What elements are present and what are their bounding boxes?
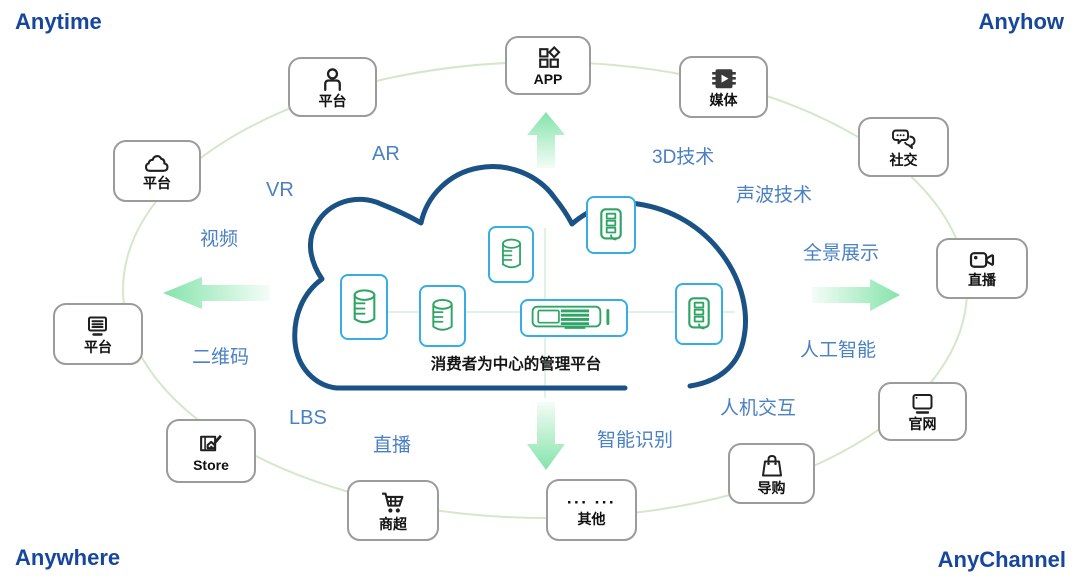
node-app: APP: [505, 36, 591, 95]
node-platform-display: 平台: [53, 303, 143, 365]
cloud-icon: [142, 152, 172, 175]
tech-label-vr: VR: [266, 179, 294, 201]
arrow-left-icon: [163, 277, 270, 309]
arrow-right-icon: [812, 279, 900, 311]
node-label: 平台: [318, 92, 347, 109]
node-website: 官网: [878, 382, 967, 441]
display-list-icon: [84, 314, 112, 339]
node-label: 导购: [757, 480, 786, 497]
node-label: 媒体: [709, 92, 738, 109]
node-label: Store: [193, 456, 229, 473]
node-label: 其他: [577, 510, 606, 527]
tech-label-lbs: LBS: [289, 407, 327, 429]
user-icon: [319, 66, 346, 93]
cloud-caption: 消费者为中心的管理平台: [430, 356, 602, 373]
corner-label-anytime: Anytime: [15, 9, 102, 34]
media-chip-icon: [710, 66, 738, 92]
server-rack-icon: [586, 196, 636, 254]
cloud-outline: [292, 164, 748, 391]
node-label: 商超: [379, 516, 407, 533]
tech-label-qr-code: 二维码: [192, 347, 250, 368]
corner-label-anyhow: Anyhow: [978, 9, 1064, 34]
node-other: ··· ··· 其他: [546, 479, 637, 541]
node-live-channel: 直播: [936, 238, 1028, 299]
tech-label-hci: 人机交互: [720, 398, 797, 419]
tech-label-sound-wave: 声波技术: [736, 185, 813, 206]
app-grid-icon: [535, 44, 562, 71]
node-store: Store: [166, 419, 256, 483]
tech-label-live: 直播: [373, 435, 412, 456]
server-wide-icon: [520, 299, 628, 337]
tech-label-video: 视频: [200, 229, 239, 250]
corner-label-anywhere: Anywhere: [15, 545, 121, 570]
shopping-cart-icon: [379, 489, 408, 516]
monitor-icon: [909, 391, 937, 416]
node-platform-cloud: 平台: [113, 140, 201, 202]
node-label: 平台: [84, 338, 112, 355]
tech-label-smart-recognition: 智能识别: [597, 430, 674, 451]
arrow-down-icon: [527, 402, 565, 470]
database-icon: [340, 274, 388, 340]
node-platform-person: 平台: [288, 57, 377, 117]
node-guide: 导购: [728, 443, 815, 504]
node-label: 直播: [968, 272, 996, 289]
tech-label-3d: 3D技术: [652, 147, 715, 168]
node-media: 媒体: [679, 56, 768, 118]
database-icon: [488, 226, 534, 283]
video-camera-icon: [967, 249, 997, 272]
server-rack-icon: [675, 283, 723, 345]
node-social: 社交: [858, 117, 949, 177]
ellipsis-icon: ··· ···: [566, 492, 617, 512]
chat-bubbles-icon: [889, 127, 919, 152]
corner-label-anychannel: AnyChannel: [937, 547, 1066, 572]
database-icon: [419, 285, 466, 347]
tech-label-ai: 人工智能: [800, 340, 877, 361]
tech-label-panorama: 全景展示: [803, 243, 880, 264]
node-label: 官网: [908, 416, 937, 433]
tech-label-ar: AR: [372, 143, 400, 165]
arrow-up-icon: [527, 112, 565, 168]
node-supermarket: 商超: [347, 480, 439, 541]
node-label: 社交: [889, 151, 918, 168]
node-label: APP: [533, 71, 563, 88]
store-map-icon: [196, 430, 226, 457]
node-label: 平台: [143, 174, 171, 191]
shopping-bag-icon: [759, 451, 785, 480]
